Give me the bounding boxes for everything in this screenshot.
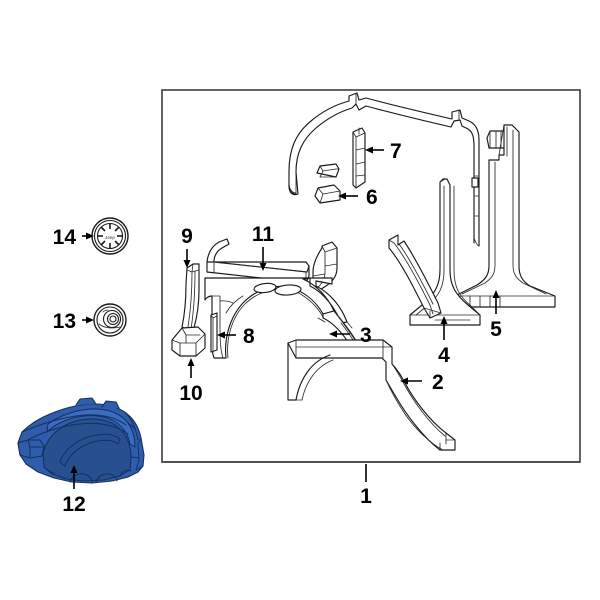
part-10-wheelhouse-support-bracket [171, 326, 206, 357]
callout-label-7: 7 [390, 140, 402, 163]
part-12-wheelhouse-splash-shield [17, 397, 145, 484]
part-5-b-pillar-inner [454, 124, 556, 308]
callout-label-14: 14 [53, 226, 77, 249]
part-8-filler-panel [210, 312, 218, 353]
callout-label-13: 13 [53, 310, 76, 333]
part-4-reinforcement-lower [388, 234, 442, 319]
part-11-wheelhouse-inner [204, 238, 377, 359]
callout-label-12: 12 [62, 493, 85, 516]
callout-label-8: 8 [243, 325, 255, 348]
jeep-emblem-text: Jeep [105, 235, 115, 240]
part-7-roof-rail-bracket [352, 127, 366, 189]
part-14-fuel-filler-cap: Jeep [91, 217, 129, 255]
callout-label-4: 4 [438, 344, 450, 367]
small-block-detail [316, 163, 340, 178]
callout-label-1: 1 [360, 485, 372, 508]
callout-layer: 1 2 3 4 5 6 7 [53, 140, 580, 516]
part-roof-rail [288, 92, 480, 247]
callout-label-5: 5 [490, 318, 502, 341]
part-9-rear-pillar-extension [181, 263, 200, 331]
part-13-grommet-plug [93, 303, 127, 337]
callout-label-6: 6 [366, 186, 378, 209]
part-2-quarter-panel-outer [287, 339, 456, 451]
part-6-bracket-upper [314, 184, 341, 204]
callout-label-10: 10 [179, 382, 202, 405]
callout-label-11: 11 [252, 223, 275, 246]
callout-label-3: 3 [360, 324, 372, 347]
bracket-right-of-wheelhouse [312, 241, 338, 292]
part-3-wheelhouse-outer-extension [317, 317, 326, 323]
callout-label-9: 9 [181, 225, 193, 248]
callout-label-2: 2 [432, 371, 444, 394]
